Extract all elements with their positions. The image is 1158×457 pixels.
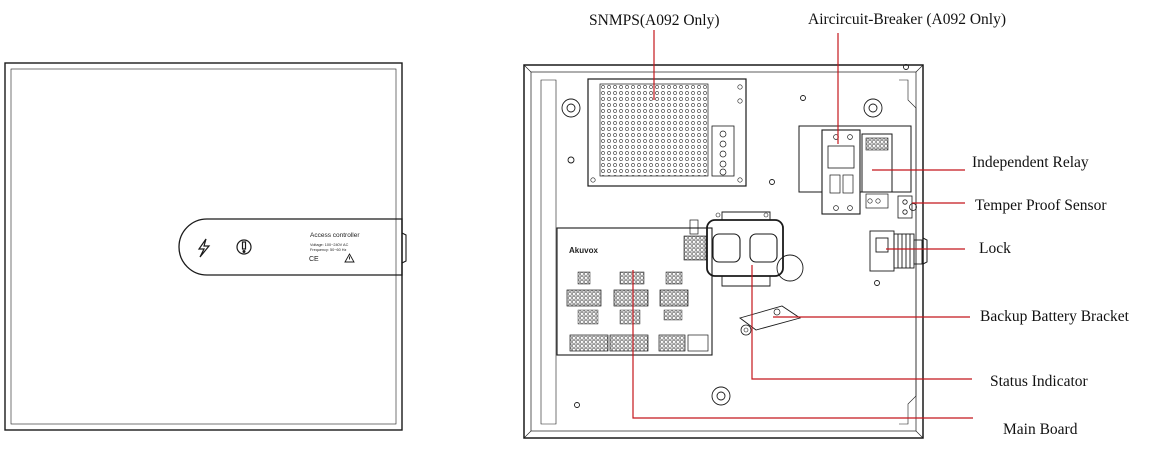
front-label-spec-1: Voltage: 100~240V AC	[310, 243, 349, 247]
warning-icon	[344, 253, 355, 263]
label-lock: Lock	[979, 240, 1011, 257]
mounting-holes	[561, 64, 909, 408]
left-flange	[540, 79, 557, 425]
lock-assembly	[869, 230, 923, 272]
front-enclosure-inner-edge	[10, 68, 397, 425]
label-battery-bracket: Backup Battery Bracket	[980, 308, 1129, 325]
right-flange	[899, 79, 917, 425]
interior-enclosure	[523, 64, 928, 439]
label-independent-relay: Independent Relay	[972, 154, 1089, 171]
main-board	[556, 219, 713, 356]
ce-mark-icon: CE	[309, 256, 319, 263]
front-label-title: Access controller	[310, 232, 360, 239]
snmps-power-supply	[587, 78, 747, 187]
front-label-spec-2: Frequency: 50~60 Hz	[310, 248, 347, 252]
air-circuit-breaker	[798, 125, 912, 215]
front-latch-tab	[401, 232, 407, 264]
tamper-sensor	[897, 195, 917, 219]
interior-outline	[523, 64, 924, 439]
front-enclosure	[4, 62, 407, 431]
leader-status	[751, 265, 972, 380]
board-brand-logo: Akuvox	[569, 246, 598, 255]
battery-bracket	[706, 211, 802, 336]
front-label-plate	[178, 218, 403, 276]
label-tamper-sensor: Temper Proof Sensor	[975, 197, 1107, 214]
label-air-circuit-breaker: Aircircuit-Breaker (A092 Only)	[808, 11, 1006, 28]
leader-lines	[632, 30, 973, 419]
label-status-indicator: Status Indicator	[990, 373, 1088, 390]
label-main-board: Main Board	[1003, 421, 1078, 438]
status-icon	[236, 239, 252, 255]
independent-relay	[861, 133, 893, 209]
leader-mainboard	[632, 270, 973, 419]
label-snmps: SNMPS(A092 Only)	[589, 12, 720, 29]
power-icon	[197, 238, 211, 258]
